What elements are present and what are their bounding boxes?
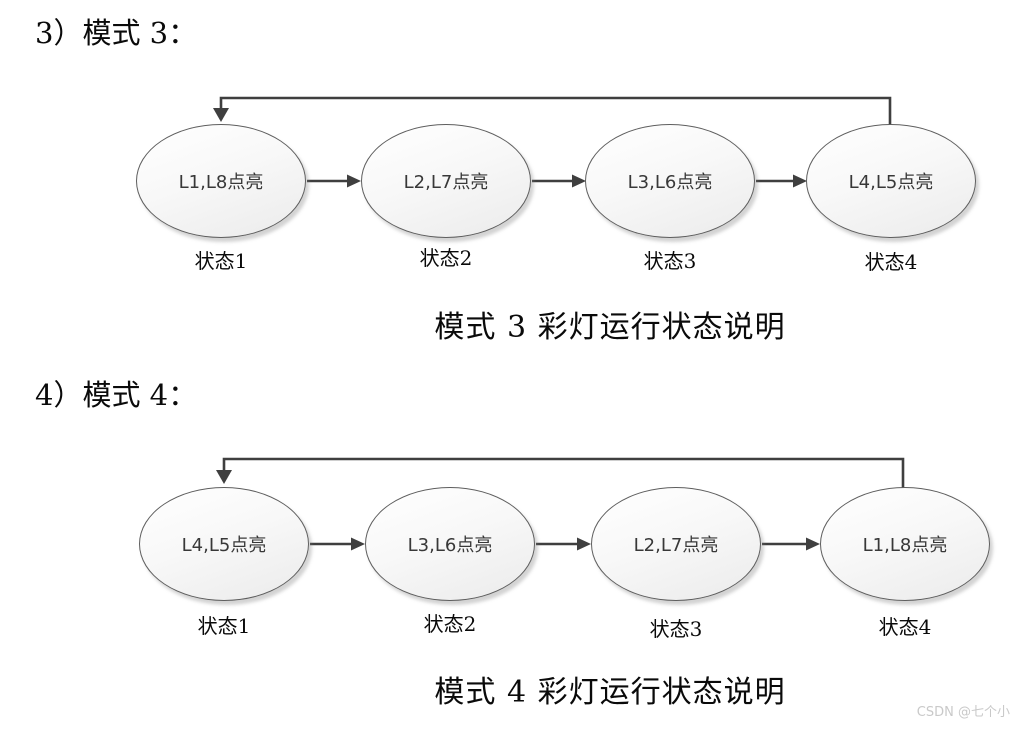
state-node-label: L1,L8点亮 [862, 535, 948, 556]
state-caption-d1-1: 状态1 [194, 249, 248, 273]
state-node-label: L4,L5点亮 [181, 535, 267, 556]
state-caption-d2-1: 状态1 [197, 614, 251, 638]
mode3-caption: 模式 3 彩灯运行状态说明 [434, 310, 786, 345]
state-caption-d1-2: 状态2 [419, 246, 473, 270]
state-caption-d2-3: 状态3 [649, 617, 703, 641]
state-caption-d2-4: 状态4 [878, 615, 932, 639]
arrowhead [213, 108, 229, 122]
state-node-d1-1: L1,L8点亮 [136, 124, 306, 238]
state-node-label: L2,L7点亮 [403, 172, 489, 193]
loop-arrow-d1 [219, 96, 892, 126]
state-node-d1-3: L3,L6点亮 [585, 124, 755, 238]
state-node-label: L1,L8点亮 [178, 172, 264, 193]
state-node-d1-2: L2,L7点亮 [361, 124, 531, 238]
arrowhead [347, 174, 361, 188]
mode4-heading: 4）模式 4： [35, 378, 198, 412]
arrowhead [216, 470, 232, 484]
state-node-d2-3: L2,L7点亮 [591, 487, 761, 601]
loop-arrow-d2 [222, 457, 905, 489]
state-node-d2-2: L3,L6点亮 [365, 487, 535, 601]
arrowhead [572, 174, 586, 188]
arrowhead [806, 537, 820, 551]
state-node-label: L4,L5点亮 [848, 172, 934, 193]
csdn-watermark: CSDN @七个小 [916, 705, 1010, 720]
state-caption-d1-3: 状态3 [643, 249, 697, 273]
mode3-heading: 3）模式 3： [35, 16, 198, 50]
state-node-d1-4: L4,L5点亮 [806, 124, 976, 238]
state-node-d2-1: L4,L5点亮 [139, 487, 309, 601]
state-node-label: L3,L6点亮 [407, 535, 493, 556]
state-node-label: L2,L7点亮 [633, 535, 719, 556]
mode4-caption: 模式 4 彩灯运行状态说明 [434, 675, 786, 710]
state-node-label: L3,L6点亮 [627, 172, 713, 193]
state-node-d2-4: L1,L8点亮 [820, 487, 990, 601]
state-caption-d2-2: 状态2 [423, 612, 477, 636]
arrowhead [793, 174, 807, 188]
state-caption-d1-4: 状态4 [864, 250, 918, 274]
arrowhead [351, 537, 365, 551]
arrowhead [577, 537, 591, 551]
